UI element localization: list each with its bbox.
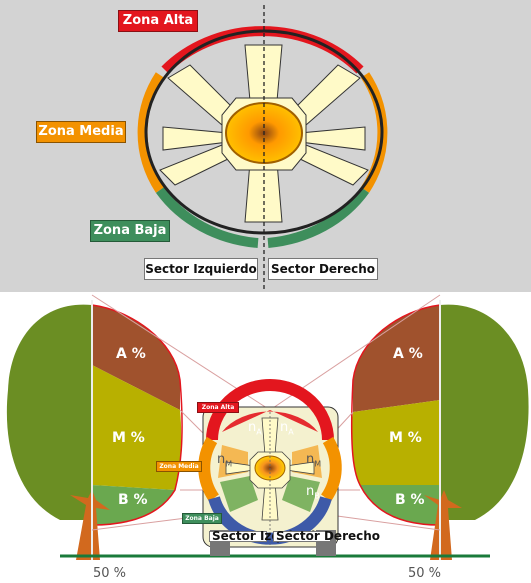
right-zone-m-percent: M %	[389, 430, 422, 446]
left-tree-share: 50 %	[93, 566, 127, 581]
inset-zona-baja-label: Zona Baja	[182, 513, 222, 524]
left-zone-a-percent: A %	[116, 346, 146, 362]
count-m-right: nM	[306, 452, 322, 469]
left-zone-m-percent: M %	[112, 430, 145, 446]
zona-alta-label: Zona Alta	[118, 10, 198, 32]
inset-zona-alta-label: Zona Alta	[197, 402, 239, 413]
right-zone-a-percent: A %	[393, 346, 423, 362]
inset-sector-izquierdo-label: Sector Izquierdo	[209, 530, 324, 542]
right-zone-b-percent: B %	[395, 492, 425, 508]
spray-zone-diagram	[137, 5, 388, 290]
inset-zona-media-label: Zona Media	[156, 461, 202, 472]
count-a-right: nA	[280, 420, 294, 437]
left-zone-b-percent: B %	[118, 492, 148, 508]
sector-izquierdo-label: Sector Izquierdo	[144, 258, 258, 280]
zone-baja-left-arc	[155, 187, 259, 248]
sector-derecho-label: Sector Derecho	[268, 258, 378, 280]
inset-sector-derecho-label: Sector Derecho	[273, 530, 380, 542]
zona-media-label: Zona Media	[36, 121, 126, 143]
right-tree-share: 50 %	[408, 566, 442, 581]
zone-baja-right-arc	[267, 187, 370, 248]
zone-media-left-arc	[137, 72, 165, 193]
count-m-left: nM	[217, 452, 233, 469]
count-b-right: nB	[306, 484, 320, 501]
zona-baja-label: Zona Baja	[90, 220, 170, 242]
count-a-left: nA	[248, 420, 262, 437]
